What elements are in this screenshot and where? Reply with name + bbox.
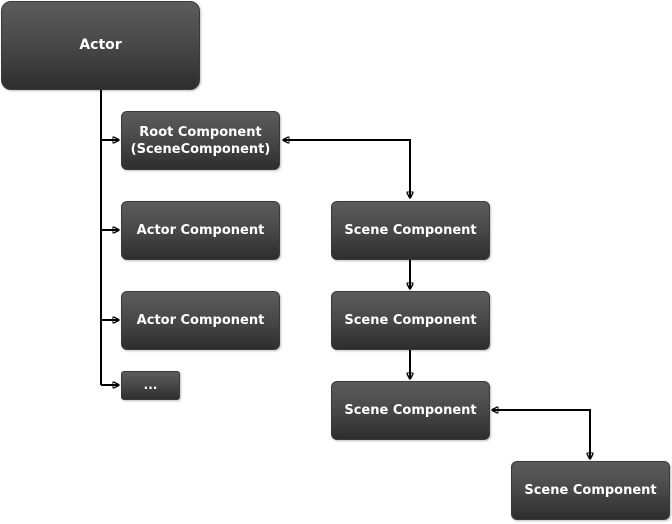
actor-component-node: Actor Component (121, 201, 280, 260)
root-component-node: Root Component (SceneComponent) (121, 111, 280, 170)
root-to-scene-1-connector (283, 140, 410, 198)
scene-component-node: Scene Component (331, 201, 490, 260)
scene-3-to-scene-4-connector (492, 410, 590, 459)
scene-component-node: Scene Component (331, 291, 490, 350)
ellipsis-node: ... (121, 371, 180, 400)
scene-component-node: Scene Component (511, 461, 670, 520)
actor-component-node: Actor Component (121, 291, 280, 350)
scene-component-node: Scene Component (331, 381, 490, 440)
actor-node: Actor (1, 1, 200, 90)
